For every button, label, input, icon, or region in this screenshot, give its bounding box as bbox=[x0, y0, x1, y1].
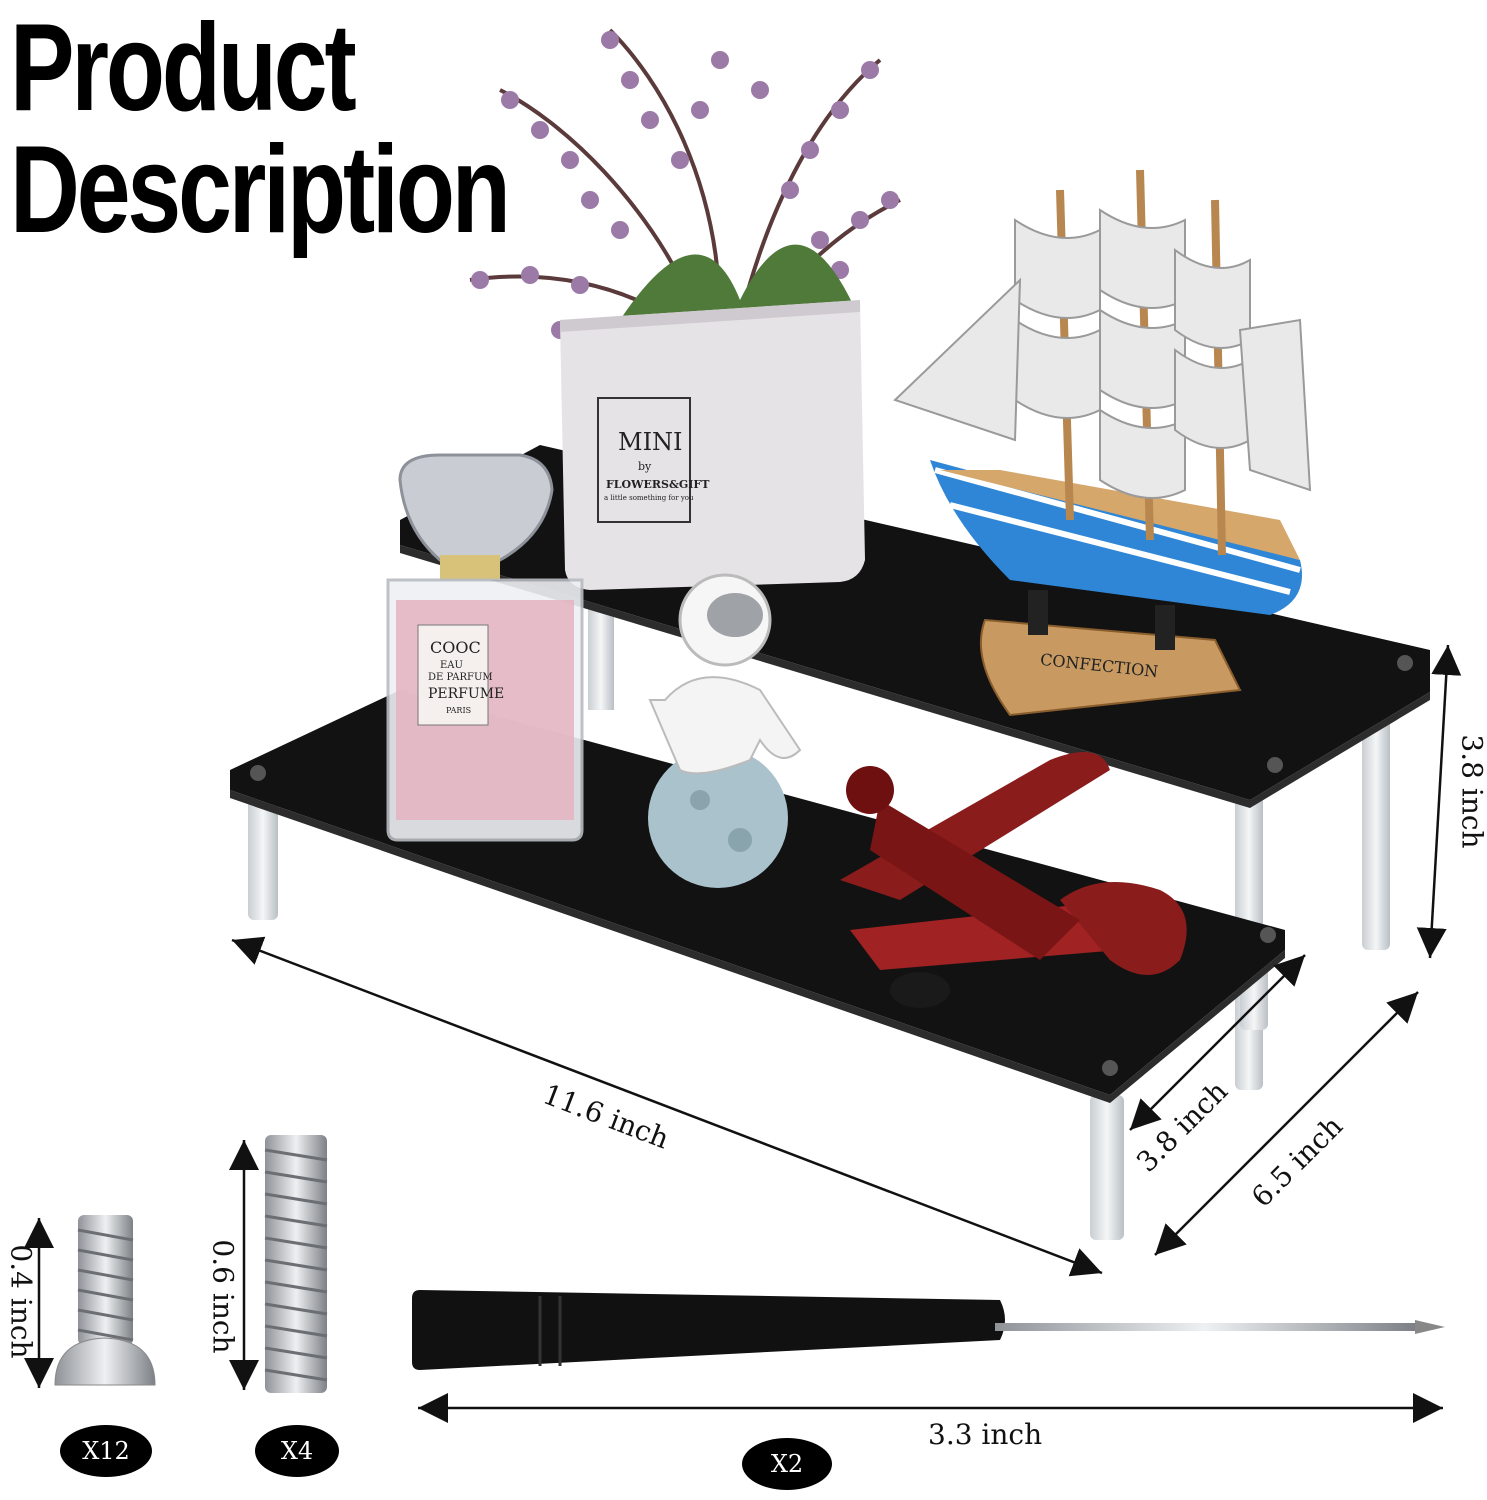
perfume-label-line-5: PARIS bbox=[446, 706, 472, 715]
rod-length-label: 0.6 inch bbox=[206, 1239, 240, 1354]
dimension-arrows bbox=[24, 644, 1462, 1423]
toy-airplane bbox=[840, 752, 1187, 1008]
heading-line-2: Description bbox=[10, 121, 511, 259]
screwdriver-length-label: 3.3 inch bbox=[928, 1418, 1043, 1451]
screwdriver-quantity-badge: X2 bbox=[742, 1438, 832, 1490]
screw-quantity-badge: X12 bbox=[60, 1425, 152, 1477]
threaded-rod-hardware bbox=[264, 1135, 328, 1393]
heading-line-1: Product bbox=[10, 0, 357, 137]
screw-length-label: 0.4 inch bbox=[4, 1244, 38, 1359]
model-ship bbox=[893, 169, 1312, 717]
perfume-label-line-2: EAU bbox=[440, 660, 463, 671]
perfume-label-line-4: PERFUME bbox=[428, 686, 505, 702]
pot-label-line-3: FLOWERS&GIFT bbox=[606, 478, 710, 491]
pot-label-line-1: MINI bbox=[618, 428, 683, 456]
perfume-label-line-1: COOC bbox=[430, 638, 481, 657]
perfume-bottle bbox=[386, 453, 584, 842]
rod-quantity-badge: X4 bbox=[255, 1425, 339, 1477]
screwdriver-tool bbox=[412, 1290, 1445, 1370]
flower-plant bbox=[469, 28, 901, 339]
shelf-screws bbox=[250, 655, 1413, 1076]
height-dimension-label: 3.8 inch bbox=[1455, 734, 1487, 849]
perfume-label-line-3: DE PARFUM bbox=[428, 672, 493, 683]
pot-label-line-4: a little something for you bbox=[604, 494, 694, 502]
flower-pot bbox=[560, 300, 865, 590]
pot-label-line-2: by bbox=[638, 460, 652, 473]
screw-hardware bbox=[54, 1215, 156, 1386]
astronaut-figurine bbox=[648, 573, 802, 888]
